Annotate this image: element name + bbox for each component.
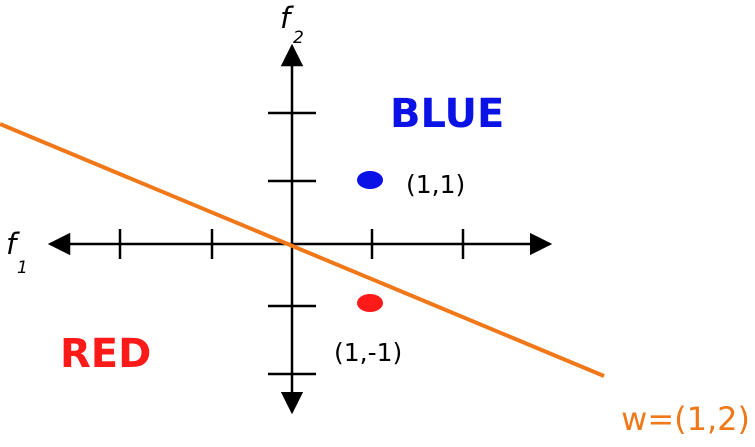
y-axis-label-subscript: 2 — [293, 28, 304, 48]
point-blue-marker — [357, 171, 383, 189]
y-axis-label: f — [280, 1, 294, 35]
point-red-label: (1,-1) — [334, 338, 402, 367]
region-blue-label: BLUE — [390, 91, 504, 137]
x-axis-label: f — [6, 227, 20, 261]
point-blue-label: (1,1) — [406, 170, 465, 199]
x-axis-label-subscript: 1 — [17, 258, 28, 278]
boundary-label: w=(1,2) — [621, 400, 750, 438]
decision-boundary-line — [0, 122, 605, 378]
region-red-label: RED — [60, 331, 151, 377]
point-red-marker — [357, 294, 383, 312]
